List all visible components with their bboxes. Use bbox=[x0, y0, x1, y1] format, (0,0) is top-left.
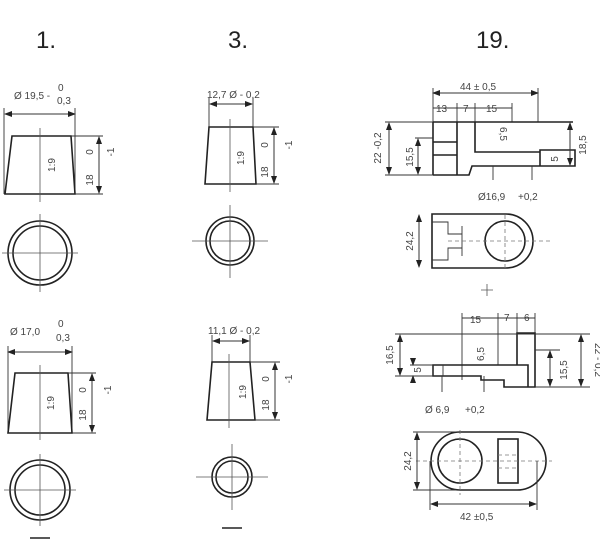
part3-top-plan-view bbox=[192, 205, 268, 278]
inner-height-label: 15,5 bbox=[405, 147, 416, 167]
part1-bottom-plan-view bbox=[4, 454, 76, 539]
left-height-label: 16,5 bbox=[385, 345, 396, 365]
small-height-label: 5 bbox=[550, 156, 561, 162]
part1-top-plan-view bbox=[2, 214, 78, 292]
thickness-label: 6,5 bbox=[497, 127, 508, 141]
taper-label: 1:9 bbox=[47, 158, 58, 172]
tolerance-lower: 0,3 bbox=[56, 333, 70, 344]
part3-bottom-plan-view bbox=[196, 444, 268, 529]
total-height-label: 22 - 0,2 bbox=[592, 343, 600, 377]
width-label: 24,2 bbox=[403, 451, 414, 471]
part3-bottom-side-view: 11,1 Ø - 0,2 1:9 0 18 -1 bbox=[206, 326, 295, 428]
small-height-label: 5 bbox=[413, 367, 424, 373]
diameter-label: Ø 17,0 bbox=[10, 327, 40, 338]
heading-part-19: 19. bbox=[476, 27, 509, 54]
height-tol-lower: -1 bbox=[284, 374, 295, 383]
diameter-label: 12,7 Ø - 0,2 bbox=[207, 90, 260, 101]
part19-bottom-side-view: 15 7 6 16,5 5 6,5 15,5 22 - 0,2 Ø 6,9 +0… bbox=[385, 313, 600, 416]
taper-label: 1:9 bbox=[238, 385, 249, 399]
taper-label: 1:9 bbox=[236, 151, 247, 165]
diameter-label: 11,1 Ø - 0,2 bbox=[208, 326, 261, 337]
total-height-label: 22 -0,2 bbox=[373, 132, 384, 164]
tolerance-upper: 0 bbox=[58, 319, 64, 330]
thickness-label: 6,5 bbox=[476, 347, 487, 361]
height-label: 18 bbox=[85, 174, 96, 186]
right-height-label: 18,5 bbox=[578, 135, 589, 155]
length-label: 44 ± 0,5 bbox=[460, 82, 497, 93]
height-tol-upper: 0 bbox=[78, 387, 89, 393]
hole-diameter-label: Ø 6,9 bbox=[425, 405, 450, 416]
height-label: 18 bbox=[260, 166, 271, 178]
height-tol-upper: 0 bbox=[261, 376, 272, 382]
height-label: 18 bbox=[261, 399, 272, 411]
part1-top-side-view: Ø 19,5 - 0 0,3 1:9 0 18 -1 bbox=[3, 83, 117, 202]
height-tol-lower: -1 bbox=[106, 147, 117, 156]
hole-diameter-label: Ø16,9 bbox=[478, 192, 506, 203]
part19-top-plan-view: 24,2 bbox=[405, 213, 550, 296]
part3-top-side-view: 12,7 Ø - 0,2 1:9 0 18 -1 bbox=[204, 90, 295, 192]
segment-1-label: 15 bbox=[470, 315, 482, 326]
part19-top-side-view: 44 ± 0,5 13 7 15 22 -0,2 15,5 6,5 18,5 5… bbox=[373, 82, 589, 203]
height-tol-lower: -1 bbox=[103, 385, 114, 394]
segment-1-label: 13 bbox=[436, 104, 448, 115]
height-label: 18 bbox=[78, 409, 89, 421]
part19-bottom-plan-view: 24,2 42 ±0,5 bbox=[403, 430, 552, 523]
hole-tolerance-label: +0,2 bbox=[518, 192, 538, 203]
heading-part-3: 3. bbox=[228, 27, 248, 54]
width-label: 24,2 bbox=[405, 231, 416, 251]
segment-2-label: 7 bbox=[463, 104, 469, 115]
part1-bottom-side-view: Ø 17,0 0 0,3 1:9 0 18 -1 bbox=[7, 319, 114, 440]
diameter-label: Ø 19,5 - bbox=[14, 91, 50, 102]
length-label: 42 ±0,5 bbox=[460, 512, 494, 523]
tolerance-upper: 0 bbox=[58, 83, 64, 94]
heading-part-1: 1. bbox=[36, 27, 56, 54]
tolerance-lower: 0,3 bbox=[57, 96, 71, 107]
segment-3-label: 15 bbox=[486, 104, 498, 115]
hole-tolerance-label: +0,2 bbox=[465, 405, 485, 416]
inner-height-label: 15,5 bbox=[559, 360, 570, 380]
height-tol-upper: 0 bbox=[260, 142, 271, 148]
taper-label: 1:9 bbox=[46, 396, 57, 410]
height-tol-upper: 0 bbox=[85, 149, 96, 155]
height-tol-lower: -1 bbox=[284, 140, 295, 149]
